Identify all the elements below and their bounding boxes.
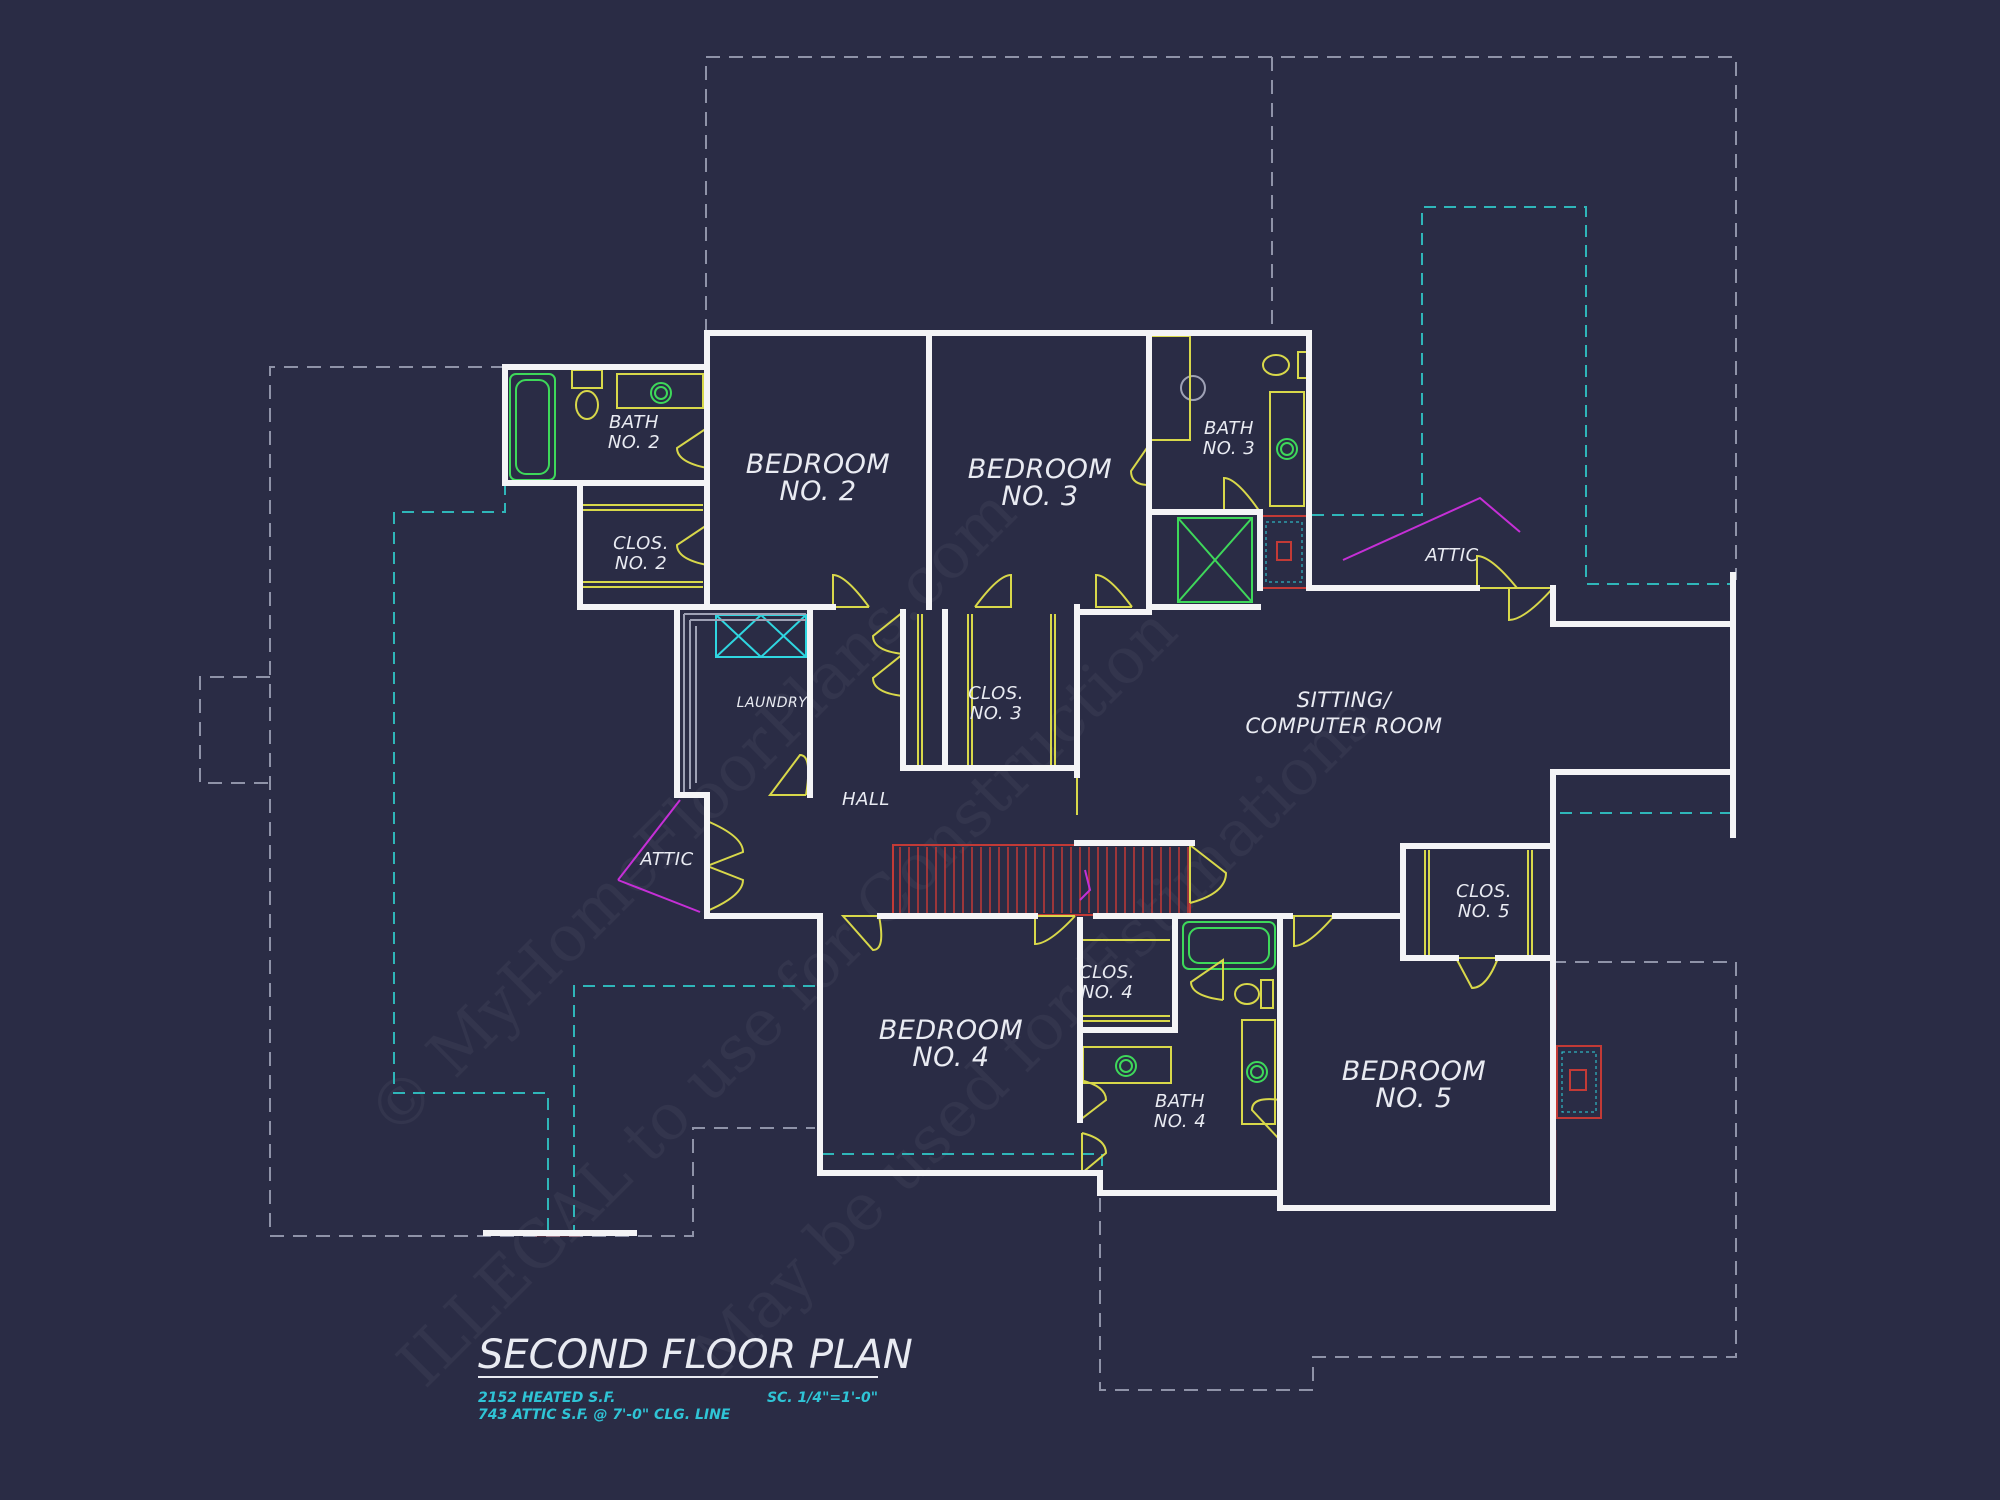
- stairs: [892, 844, 1191, 916]
- door-swing: [1476, 554, 1518, 589]
- plan-title: SECOND FLOOR PLAN: [478, 1332, 913, 1378]
- title-block: SECOND FLOOR PLAN 2152 HEATED S.F. 743 A…: [478, 1332, 913, 1423]
- door-swing: [675, 523, 708, 566]
- door-swing: [974, 573, 1012, 608]
- sitting-room-label: SITTING/COMPUTER ROOM: [1246, 688, 1443, 738]
- door-swing: [840, 915, 883, 952]
- door-swing: [1293, 915, 1335, 948]
- door-swing: [1454, 957, 1499, 990]
- walls: [483, 330, 1736, 1236]
- closet-2-label: CLOS.NO. 2: [613, 533, 669, 574]
- watermark: © MyHomeFloorPlans.com ILLEGAL to use fo…: [354, 475, 1388, 1401]
- attic-right-label: ATTIC: [1424, 545, 1478, 566]
- door-swing: [1189, 842, 1228, 904]
- hall-label: HALL: [842, 789, 890, 810]
- door-swing: [871, 609, 904, 655]
- door-swing: [1079, 1079, 1108, 1123]
- door-swing: [1189, 958, 1224, 1001]
- attic-sf: 743 ATTIC S.F. @ 7'-0" CLG. LINE: [478, 1407, 731, 1423]
- closet-3-label: CLOS.NO. 3: [968, 683, 1024, 724]
- door-swing: [1250, 1098, 1281, 1143]
- laundry-label: LAUNDRY: [737, 695, 809, 711]
- heated-sf: 2152 HEATED S.F.: [478, 1390, 615, 1406]
- door-swing: [1129, 441, 1150, 486]
- door-swing: [1081, 1132, 1108, 1176]
- door-swing: [1223, 476, 1261, 513]
- door-swing: [832, 573, 870, 608]
- plan-scale: SC. 1/4"=1'-0": [767, 1390, 878, 1406]
- closet-5-label: CLOS.NO. 5: [1456, 881, 1512, 922]
- roof-outline: [199, 56, 1737, 1391]
- door-swing: [1034, 915, 1076, 946]
- door-swing: [706, 864, 745, 912]
- door-swing: [871, 651, 904, 697]
- ceiling-line: [393, 206, 1736, 1236]
- door-swing: [706, 820, 745, 868]
- attic-left-label: ATTIC: [639, 849, 693, 870]
- doors: [675, 426, 1554, 1176]
- closet-4-label: CLOS.NO. 4: [1079, 962, 1135, 1003]
- door-swing: [675, 426, 708, 469]
- door-swing: [1508, 587, 1554, 622]
- door-swing: [1095, 573, 1133, 608]
